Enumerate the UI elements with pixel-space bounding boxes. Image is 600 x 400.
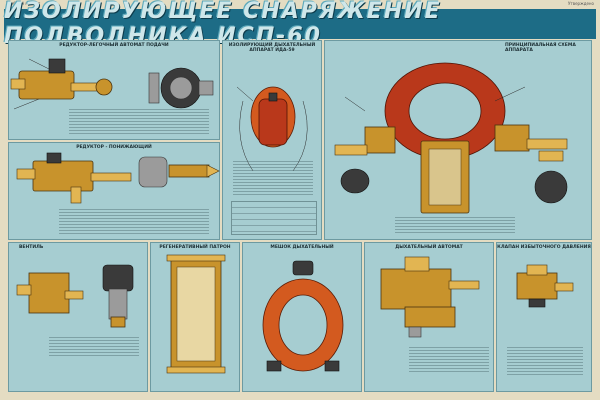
panel-title: РЕДУКТОР - ПОНИЖАЮЩИЙ xyxy=(76,145,152,150)
absorbent-canister xyxy=(258,98,288,146)
valve-inlet xyxy=(16,284,32,296)
right-cylinder xyxy=(534,170,568,204)
cartridge-filling xyxy=(176,266,216,362)
regenerative-cartridge-illustration xyxy=(166,254,226,374)
text-block xyxy=(395,217,515,235)
panel-title: ИЗОЛИРУЮЩИЙ ДЫХАТЕЛЬНЫЙ АППАРАТ ИДА-59 xyxy=(228,43,316,53)
panel-breathing-bag: МЕШОК ДЫХАТЕЛЬНЫЙ xyxy=(242,242,362,392)
regulator-demand-illustration xyxy=(10,58,214,110)
leader-line xyxy=(13,98,40,110)
top-right-caption: Утверждено xyxy=(567,1,594,6)
reducer-inlet xyxy=(16,168,36,180)
leader-line xyxy=(494,86,526,102)
breathing-hose xyxy=(239,100,254,172)
leader-line xyxy=(344,96,366,112)
breathing-bag-illustration xyxy=(262,260,344,372)
spec-table xyxy=(231,201,317,235)
fitting-nut xyxy=(95,78,113,96)
reducer-stem xyxy=(70,186,82,204)
panel-pressure-valve: КЛАПАН ИЗБЫТОЧНОГО ДАВЛЕНИЯ xyxy=(496,242,592,392)
bag-fitting-left xyxy=(266,360,282,372)
right-valve xyxy=(494,124,530,152)
panel-title: РЕГЕНЕРАТИВНЫЙ ПАТРОН xyxy=(159,245,231,250)
left-pipe xyxy=(334,144,368,156)
cartridge-filling xyxy=(428,148,462,206)
valve-outlet xyxy=(554,282,574,292)
text-block xyxy=(507,347,583,377)
text-block xyxy=(233,161,313,195)
regulator-knob xyxy=(198,80,214,96)
reducer-outlet xyxy=(90,172,132,182)
valve-base xyxy=(110,316,126,328)
reducer-spring xyxy=(46,152,62,164)
reducer-body xyxy=(32,160,94,192)
right-pipe xyxy=(526,138,568,150)
text-block xyxy=(59,209,209,235)
valve-cap xyxy=(526,264,548,276)
reducer-illustration xyxy=(16,152,220,204)
valve-handwheel xyxy=(102,264,134,292)
automat-pipe xyxy=(448,280,480,290)
automat-cover xyxy=(404,256,430,272)
panel-title: ДЫХАТЕЛЬНЫЙ АВТОМАТ xyxy=(395,245,463,250)
reducer-nozzle xyxy=(206,164,220,178)
valve-head xyxy=(268,92,278,102)
automat-nozzle xyxy=(408,326,422,338)
panel-valve: ВЕНТИЛЬ xyxy=(8,242,148,392)
bag-valve xyxy=(292,260,314,276)
text-block xyxy=(69,109,209,135)
pressure-valve-illustration xyxy=(516,264,574,308)
panel-title: МЕШОК ДЫХАТЕЛЬНЫЙ xyxy=(270,245,334,250)
top-left-caption: Учебный плакат xyxy=(6,1,41,6)
left-cylinder xyxy=(340,168,370,194)
panel-title: ВЕНТИЛЬ xyxy=(19,245,44,250)
inlet-fitting xyxy=(10,78,26,90)
leader-line xyxy=(236,86,254,102)
valve-stem xyxy=(108,288,128,320)
bag-fitting-right xyxy=(324,360,340,372)
side-bracket xyxy=(148,72,160,104)
cartridge-top xyxy=(166,254,226,262)
reducer-coupling xyxy=(168,164,210,178)
panel-title: КЛАПАН ИЗБЫТОЧНОГО ДАВЛЕНИЯ xyxy=(497,245,591,250)
automat-body xyxy=(380,268,452,310)
top-caption-row: Учебный плакат Утверждено xyxy=(6,1,594,7)
automat-lower xyxy=(404,306,456,328)
breathing-apparatus-illustration xyxy=(236,86,308,172)
panel-title: РЕДУКТОР-ЛЕГОЧНЫЙ АВТОМАТ ПОДАЧИ xyxy=(59,43,169,48)
left-valve xyxy=(364,126,396,154)
bag-inner xyxy=(408,82,482,140)
regulator-face xyxy=(169,76,193,100)
valve-outlet xyxy=(64,290,84,300)
text-block xyxy=(49,337,139,357)
valve-body xyxy=(18,70,75,100)
valve-cap xyxy=(48,58,66,74)
panel-principal-scheme: ПРИНЦИПИАЛЬНАЯ СХЕМА АППАРАТА xyxy=(324,40,592,240)
valve-housing xyxy=(516,272,558,300)
panel-title: ПРИНЦИПИАЛЬНАЯ СХЕМА АППАРАТА xyxy=(505,43,576,53)
breathing-hose xyxy=(292,100,308,172)
outlet-pipe xyxy=(70,82,100,92)
panel-regulator-demand: РЕДУКТОР-ЛЕГОЧНЫЙ АВТОМАТ ПОДАЧИ xyxy=(8,40,220,140)
reducer-housing xyxy=(138,156,168,188)
title-banner: ИЗОЛИРУЮЩЕЕ СНАРЯЖЕНИЕ ПОДВОДНИКА ИСП-60 xyxy=(4,0,596,49)
cartridge-bottom xyxy=(166,366,226,374)
breathing-automat-illustration xyxy=(380,256,480,338)
valve-body xyxy=(28,272,70,314)
cylinder-neck xyxy=(538,150,564,162)
leader-line xyxy=(28,58,50,70)
panel-reducer: РЕДУКТОР - ПОНИЖАЮЩИЙ xyxy=(8,142,220,240)
panel-breathing-apparatus: ИЗОЛИРУЮЩИЙ ДЫХАТЕЛЬНЫЙ АППАРАТ ИДА-59 xyxy=(222,40,322,240)
panel-breathing-automat: ДЫХАТЕЛЬНЫЙ АВТОМАТ xyxy=(364,242,494,392)
text-block xyxy=(409,347,489,373)
panel-regenerative-cartridge: РЕГЕНЕРАТИВНЫЙ ПАТРОН xyxy=(150,242,240,392)
bag-inner xyxy=(278,294,328,356)
valve-spring xyxy=(528,298,546,308)
valve-illustration xyxy=(16,264,134,328)
principal-scheme-illustration xyxy=(334,62,568,214)
